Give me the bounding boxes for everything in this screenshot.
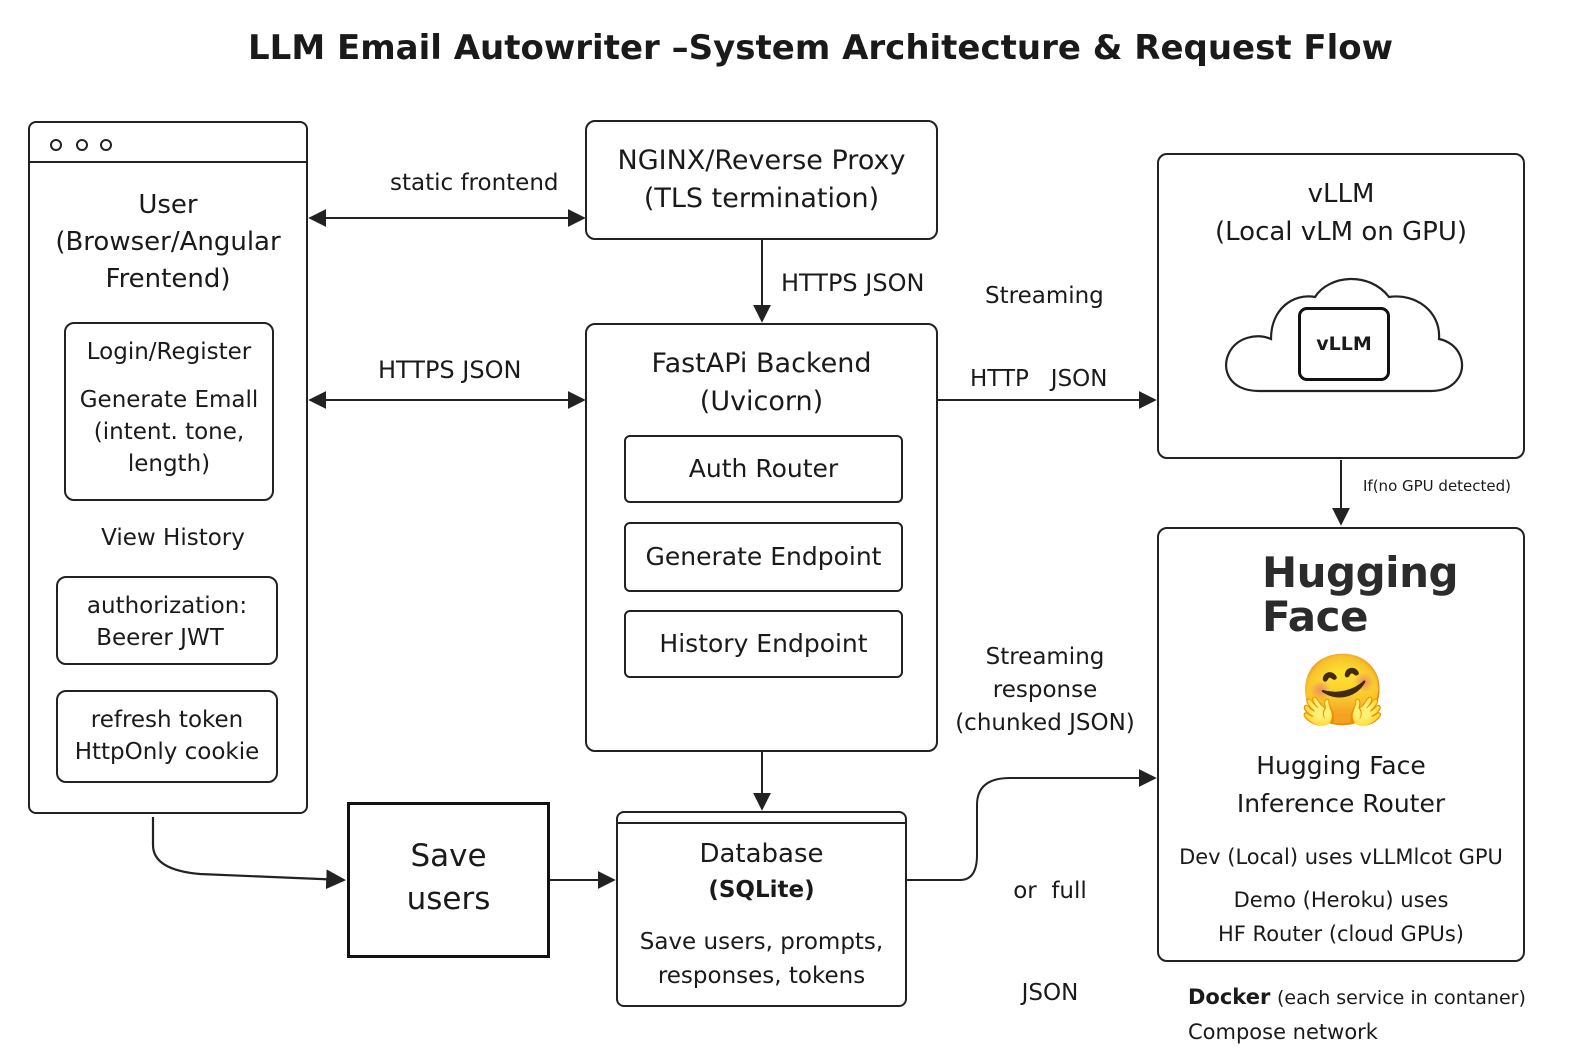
nginx-proxy-node[interactable]: NGINX/Reverse Proxy (TLS termination) <box>585 120 938 240</box>
hf-router-title: Inference Router <box>1236 789 1446 818</box>
save-users-node[interactable]: Save users <box>347 802 550 958</box>
vllm-badge: vLLM <box>1298 307 1390 381</box>
generate-endpoint-box[interactable]: Generate Endpoint <box>624 522 903 592</box>
label-https-json-top: HTTPS JSON <box>781 269 925 297</box>
db-top-rim <box>618 822 905 824</box>
label-no-gpu: If(no GPU detected) <box>1363 477 1512 495</box>
nginx-subtitle: (TLS termination) <box>643 183 880 214</box>
label-or-full-json: or full JSON <box>1013 878 1087 1006</box>
window-dot-icon <box>76 139 88 151</box>
label-streaming-top: Streaming <box>985 283 1104 309</box>
hf-demo-note: Demo (Heroku) uses <box>1233 888 1449 912</box>
vllm-node[interactable]: vLLM (Local vLM on GPU) vLLM <box>1157 153 1525 459</box>
save-users-label: users <box>406 881 491 917</box>
authorization-box: authorization: Beerer JWT <box>56 576 278 665</box>
label-static-frontend: static frontend <box>390 170 559 196</box>
login-generate-box[interactable]: Login/Register Generate Emall (intent. t… <box>64 322 274 501</box>
refresh-token-box: refresh token HttpOnly cookie <box>56 690 278 783</box>
save-users-label: Save <box>410 838 487 874</box>
backend-title: FastAPi Backend <box>651 348 872 379</box>
generate-params-label: (intent. tone, <box>93 419 245 445</box>
docker-note-bold: Docker <box>1188 985 1271 1009</box>
docker-note-rest: (each service in contaner) <box>1277 987 1526 1009</box>
history-endpoint-box[interactable]: History Endpoint <box>624 610 903 678</box>
huggingface-node[interactable]: Hugging Face 🤗 Hugging Face Inference Ro… <box>1157 527 1525 962</box>
auth-router-box[interactable]: Auth Router <box>624 435 903 503</box>
window-dot-icon <box>50 139 62 151</box>
browser-titlebar-divider <box>30 161 306 163</box>
edge-db-hf <box>907 769 1157 881</box>
database-subtitle: (SQLite) <box>708 877 815 903</box>
hf-demo-note: HF Router (cloud GPUs) <box>1218 922 1464 946</box>
generate-params-label: length) <box>127 451 211 477</box>
label-http-json: HTTP JSON <box>970 366 1108 392</box>
user-title: User (Browser/Angular Frentend) <box>55 190 281 294</box>
fastapi-backend-node[interactable]: FastAPi Backend (Uvicorn) Auth Router Ge… <box>585 323 938 752</box>
hugging-face-emoji-icon: 🤗 <box>1299 649 1387 731</box>
database-desc: Save users, prompts, <box>639 929 884 955</box>
edge-user-saveusers <box>151 817 346 890</box>
diagram-title: LLM Email Autowriter –System Architectur… <box>248 28 1394 68</box>
vllm-subtitle: (Local vLM on GPU) <box>1214 217 1467 247</box>
hf-dev-note: Dev (Local) uses vLLMlcot GPU <box>1179 845 1503 869</box>
vllm-title: vLLM <box>1307 179 1375 209</box>
huggingface-logo-text: Hugging Face <box>1262 548 1459 641</box>
database-node[interactable]: Database (SQLite) Save users, prompts, r… <box>616 811 907 1007</box>
backend-subtitle: (Uvicorn) <box>699 386 824 417</box>
login-register-label: Login/Register <box>86 339 252 365</box>
database-desc: responses, tokens <box>657 963 866 989</box>
label-streaming-response: Streaming response (chunked JSON) <box>955 644 1135 736</box>
view-history-label[interactable]: View History <box>101 525 245 551</box>
hf-router-title: Hugging Face <box>1256 751 1426 780</box>
label-https-json-left: HTTPS JSON <box>378 356 522 384</box>
database-title: Database <box>699 839 824 869</box>
docker-note: Docker (each service in contaner) Compos… <box>1188 980 1526 1049</box>
user-browser-panel: User (Browser/Angular Frentend) Login/Re… <box>28 121 308 814</box>
generate-email-label: Generate Emall <box>79 387 259 413</box>
docker-note-line2: Compose network <box>1188 1020 1378 1044</box>
window-dot-icon <box>100 139 112 151</box>
nginx-title: NGINX/Reverse Proxy <box>617 145 906 176</box>
